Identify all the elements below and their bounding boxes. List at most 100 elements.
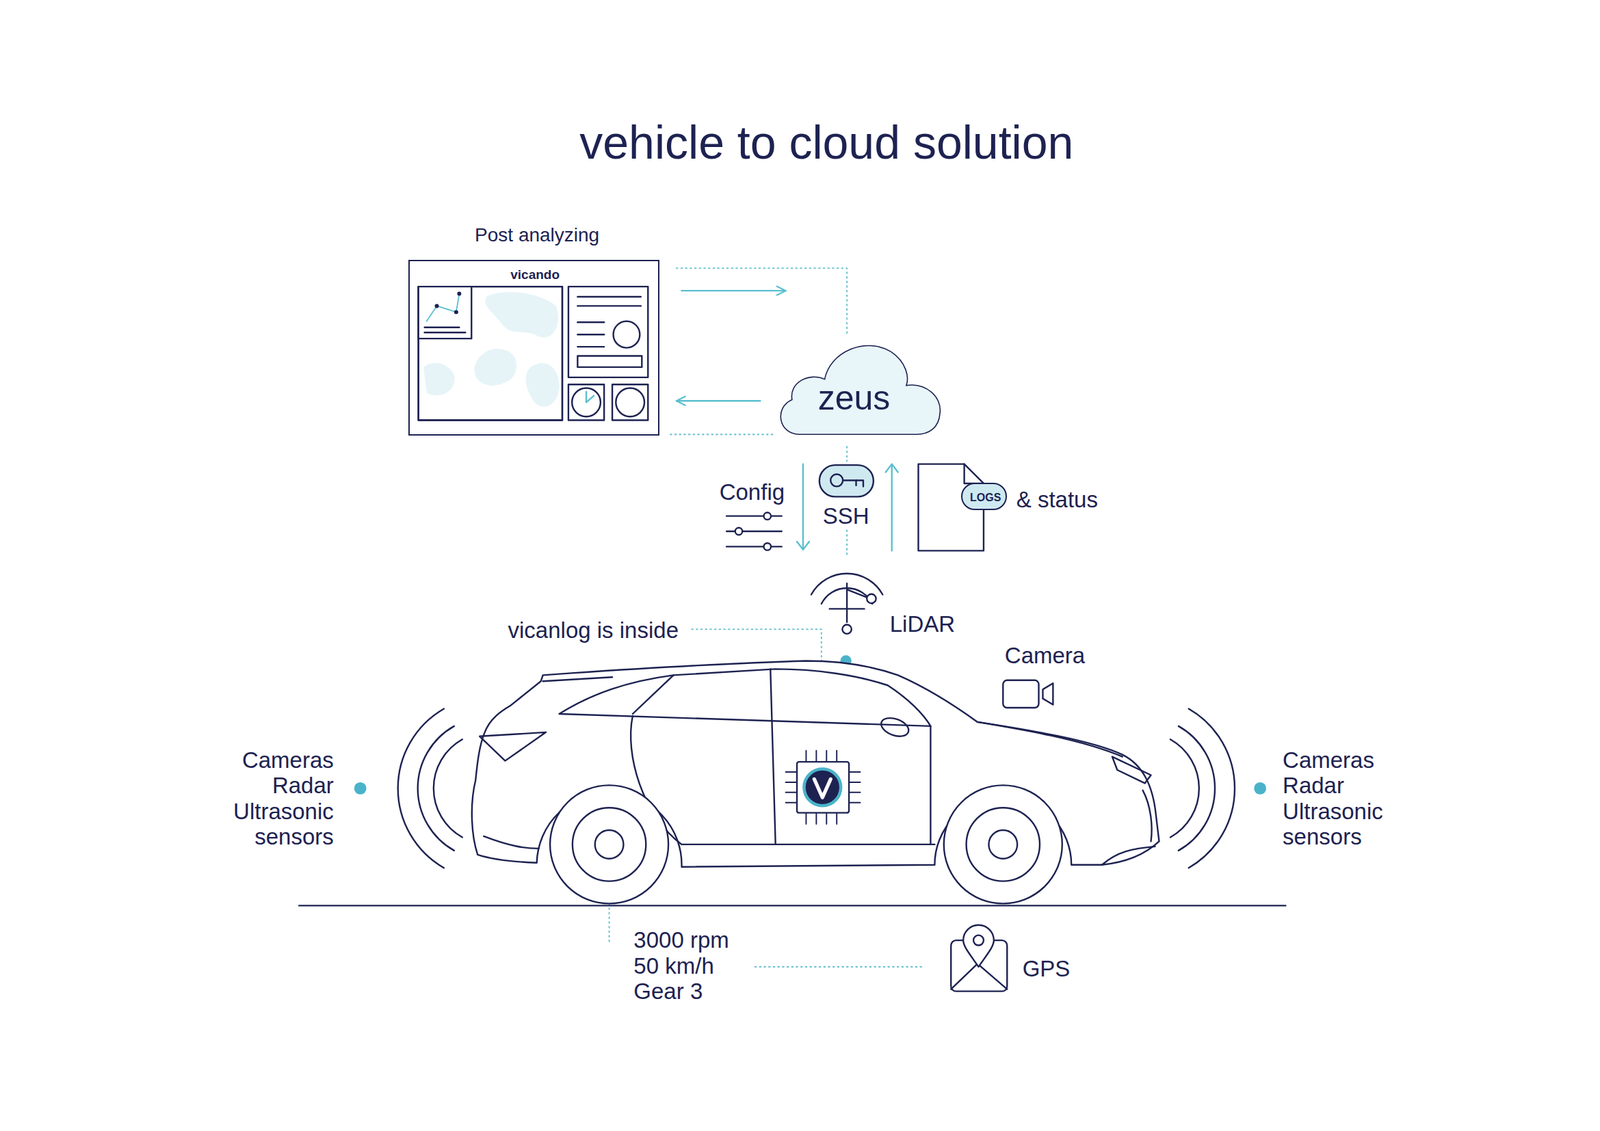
device-callout: vicanlog is inside (508, 617, 679, 645)
dashboard-panels (435, 303, 440, 308)
pill-label: LOGS (969, 491, 1001, 505)
sensor-waves (1253, 782, 1267, 795)
lidar-label: LiDAR (889, 610, 955, 639)
dashboard-panels (418, 286, 563, 421)
sensor-waves (1178, 726, 1215, 851)
dashboard-panels (568, 384, 605, 421)
lidar-icon (866, 594, 876, 604)
car-body (879, 714, 912, 741)
gps-icon (963, 925, 994, 968)
sensor-waves (417, 726, 455, 851)
ground-line (298, 905, 1286, 907)
gps-label: GPS (1022, 955, 1071, 983)
wheels (595, 830, 624, 860)
dotted-leaders (755, 966, 924, 968)
sync-arrows (796, 541, 810, 550)
sensor-waves (1188, 709, 1235, 869)
lidar-icon (811, 573, 883, 667)
dashboard-panels (423, 363, 455, 397)
ssh-key-icon (855, 480, 857, 485)
vicanlog-chip (848, 792, 860, 794)
ssh-label: SSH (822, 502, 870, 531)
vicanlog-chip (814, 779, 831, 798)
data-flow-arrow (676, 400, 760, 402)
camera-label: Camera (1004, 642, 1085, 670)
ssh-key-icon (830, 474, 843, 488)
dashboard-panels (571, 387, 601, 417)
vicanlog-chip (785, 802, 797, 804)
lidar-icon (846, 589, 868, 598)
cloud-shape: zeus (773, 336, 944, 436)
car-body (483, 836, 540, 849)
wheels (943, 785, 1063, 904)
gps-icon (950, 963, 1007, 990)
config-sliders-icon (726, 512, 782, 550)
car-body (977, 722, 1123, 758)
vicanlog-chip (835, 813, 838, 825)
ssh-key-icon (842, 480, 864, 487)
engine-value: 3000 rpm (633, 927, 729, 955)
lidar-icon (829, 608, 865, 610)
data-flow-arrow (681, 290, 786, 292)
logs-pill: LOGS (961, 482, 1007, 511)
vicanlog-chip (848, 771, 860, 773)
car-body (479, 732, 546, 762)
vicanlog-chip (848, 781, 860, 784)
dashboard-panels (612, 384, 648, 421)
gps-icon (973, 935, 984, 947)
vicanlog-chip (785, 781, 797, 784)
dashboard-panels (577, 346, 605, 348)
lidar-icon (842, 625, 851, 635)
log-document-icon (964, 464, 984, 484)
dashboard-panels (577, 333, 605, 336)
dashboard-panel: Post analyzingvicando (408, 259, 660, 436)
vicanlog-chip (825, 813, 828, 825)
config-sliders-icon (764, 543, 771, 550)
wheels (966, 807, 1040, 882)
dashboard-panels (586, 391, 594, 403)
dashboard-panels (615, 387, 645, 417)
config-sliders-icon (735, 528, 743, 535)
car-body (543, 677, 613, 682)
vicanlog-chip (815, 751, 817, 763)
vicanlog-chip (785, 792, 797, 794)
config-sliders-icon (764, 512, 771, 520)
vicanlog-chip (785, 751, 861, 825)
camera-icon (1002, 680, 1053, 708)
config-label: Config (719, 479, 785, 507)
dashboard-panels (526, 363, 560, 408)
car-body (1102, 846, 1156, 866)
car-body (1112, 757, 1152, 784)
sync-arrows (796, 464, 899, 552)
diagram-title: vehicle to cloud solution (579, 114, 1074, 172)
camera-icon (1042, 683, 1053, 705)
car-body (681, 844, 935, 846)
wheels (572, 807, 646, 882)
dashboard-panels (418, 286, 563, 421)
vicanlog-chip (815, 813, 817, 825)
dashboard-panels (474, 348, 517, 386)
brand-name: vicando (510, 266, 560, 283)
sensor-waves (398, 709, 444, 869)
dotted-leaders (846, 446, 848, 462)
config-sliders-icon (726, 515, 782, 517)
camera-icon (1002, 680, 1039, 708)
dotted-leaders (670, 433, 773, 436)
dashboard-panels (418, 286, 472, 339)
sync-arrows (885, 464, 899, 473)
car-body (632, 675, 674, 715)
config-sliders-icon (726, 545, 782, 548)
cloud-name: zeus (818, 377, 891, 419)
cloud-outline (780, 346, 940, 436)
dashboard-panels (577, 305, 641, 307)
sensor-list: Cameras Radar Ultrasonic sensors (233, 747, 334, 850)
dashboard-panels (577, 321, 605, 323)
dashboard-panels (454, 309, 459, 314)
dashboard-panels (456, 292, 462, 297)
vicanlog-chip (796, 762, 849, 814)
car-body (770, 669, 776, 845)
ssh-key-icon (819, 465, 874, 497)
vicanlog-chip (803, 769, 841, 807)
